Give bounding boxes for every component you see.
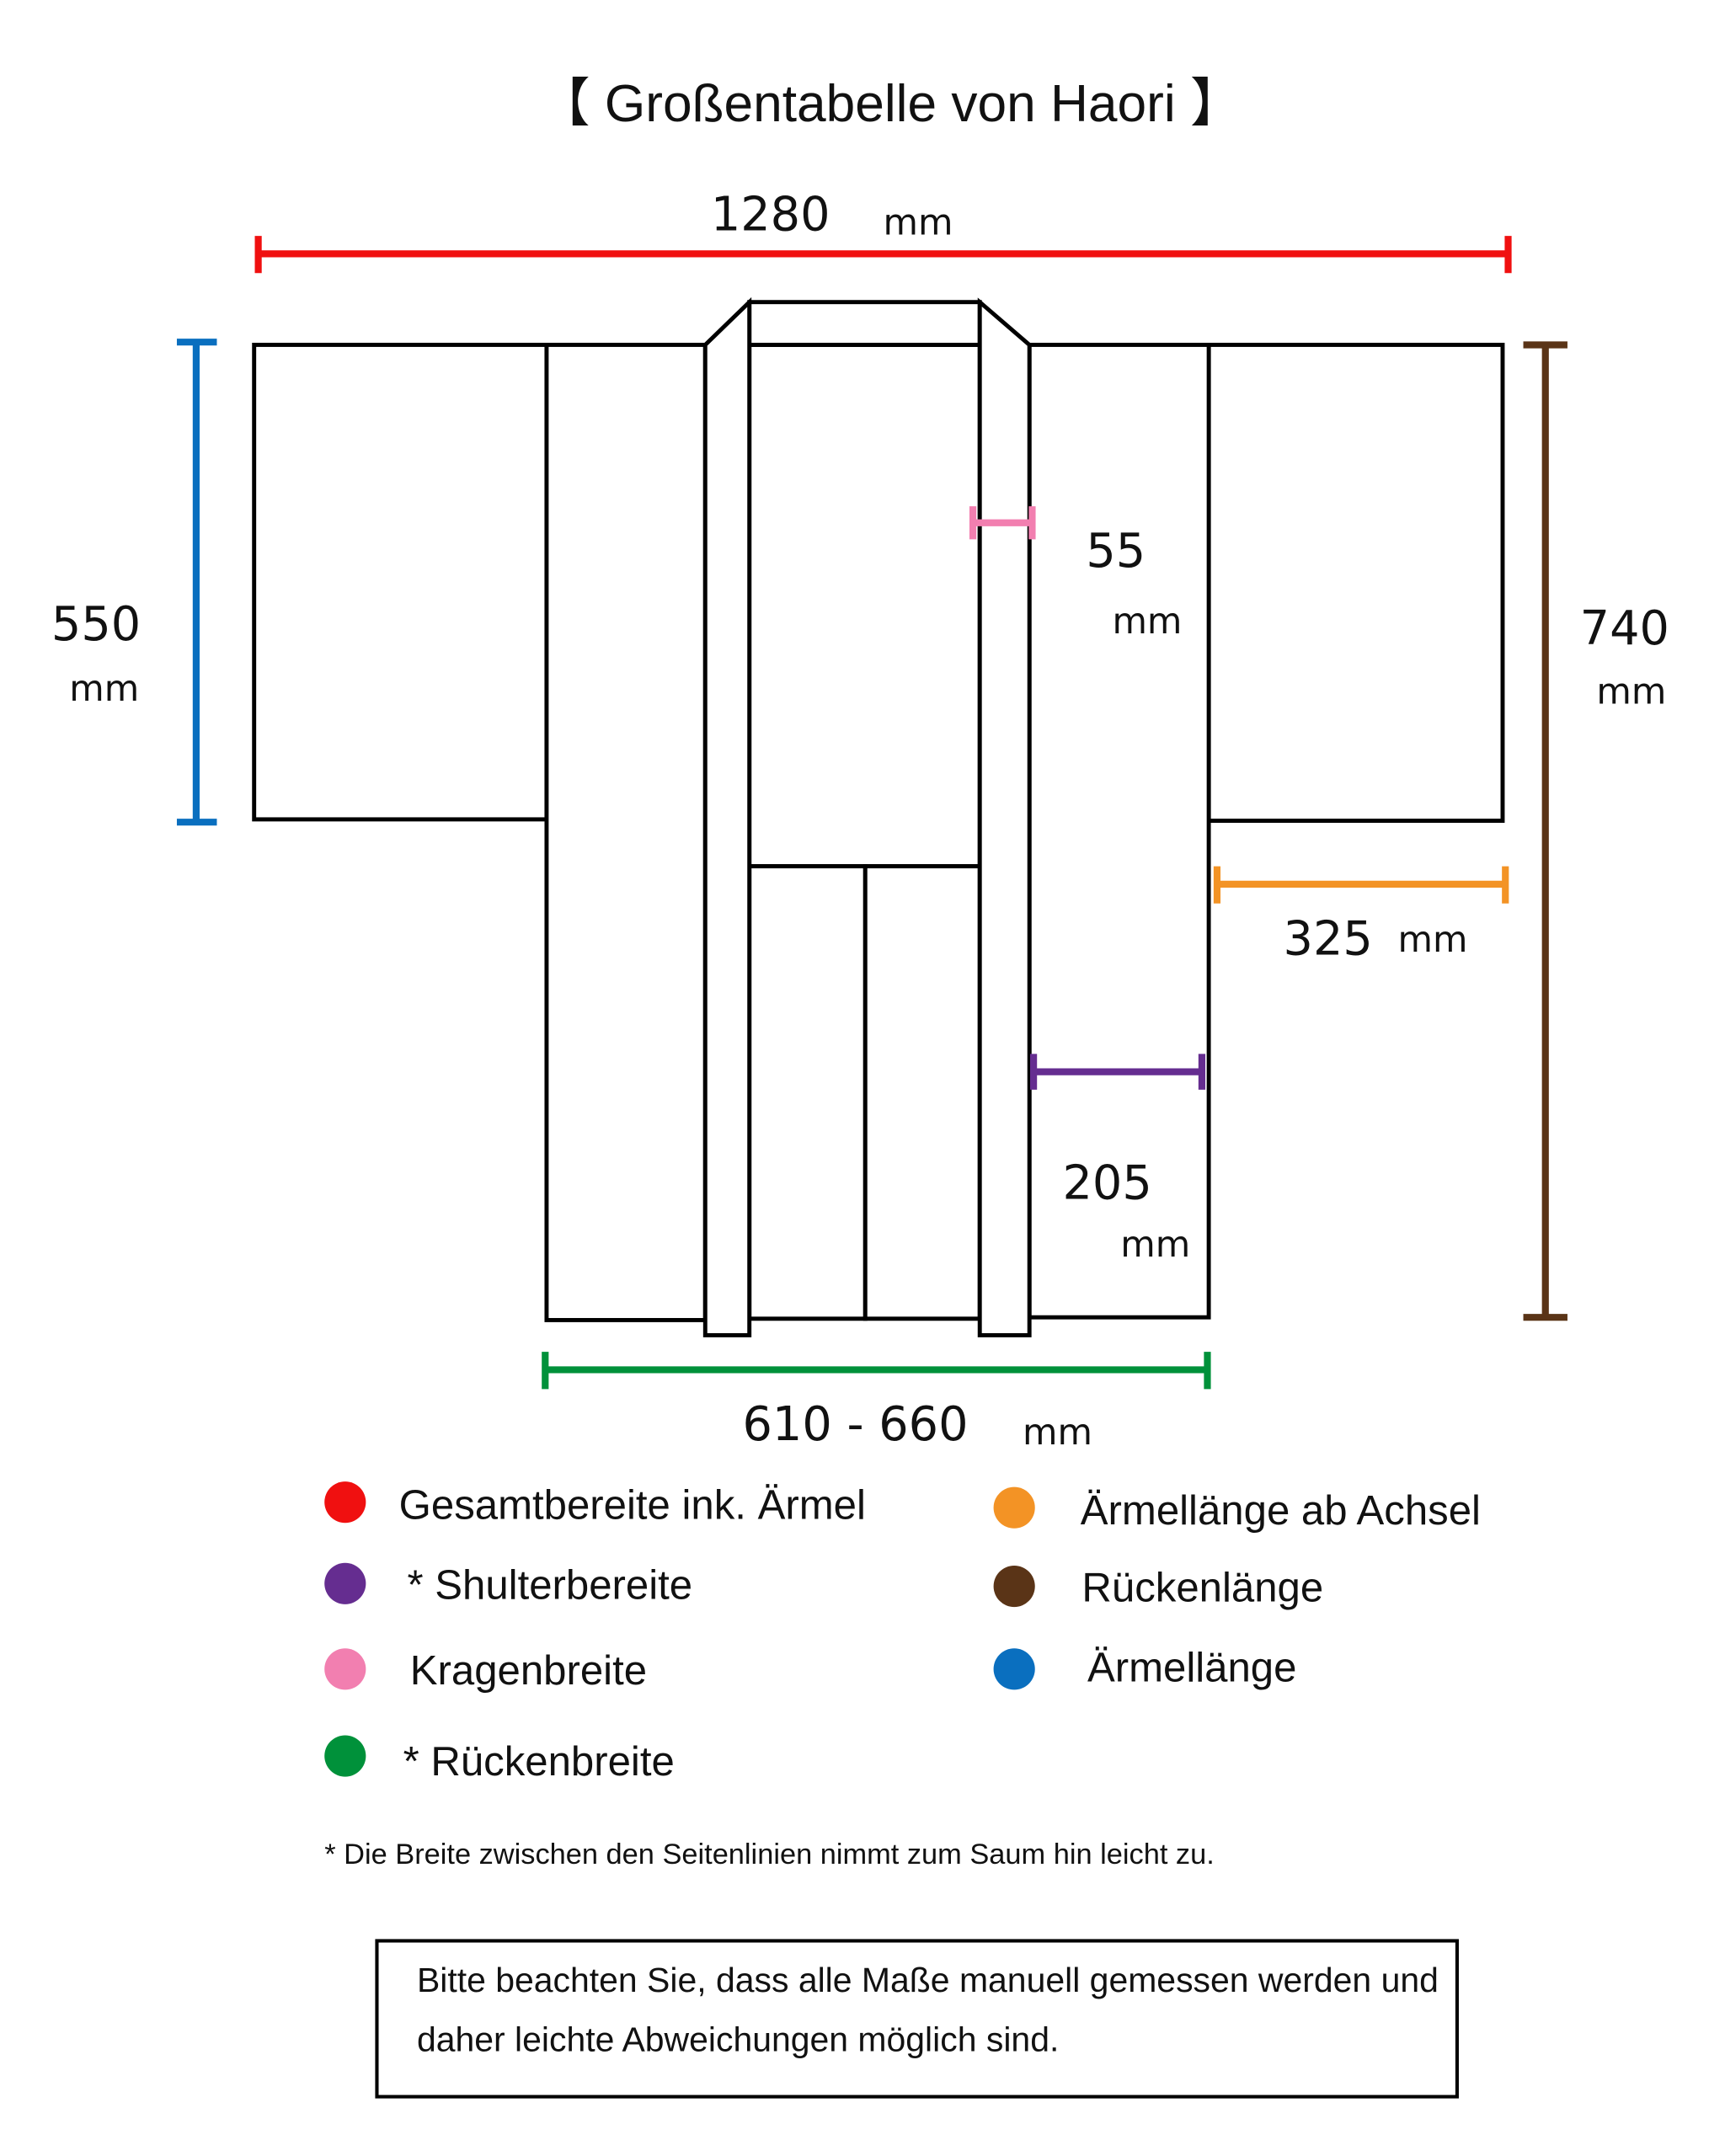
- legend-label: Ärmellänge: [1087, 1646, 1296, 1691]
- legend-dot-red: [324, 1481, 366, 1524]
- legend-label: Rückenlänge: [1081, 1566, 1323, 1611]
- legend-label: Kragenbreite: [410, 1648, 647, 1694]
- collar-width-unit: mm: [1112, 600, 1182, 643]
- haori-outline: [252, 296, 1505, 1337]
- legend-label: * Rückenbreite: [403, 1739, 675, 1785]
- sleeve-from-armpit-value: 325: [1284, 911, 1373, 966]
- legend: Gesamtbereite ink. Ärmel * Shulterbereit…: [324, 1481, 1481, 1785]
- right-sleeve: [1206, 343, 1505, 823]
- sleeve-length-line: [176, 339, 217, 826]
- legend-label: * Shulterbereite: [408, 1562, 693, 1608]
- collar-width-value: 55: [1086, 524, 1146, 579]
- back-width-unit: mm: [1023, 1412, 1092, 1454]
- legend-dot-blue: [993, 1648, 1035, 1690]
- legend-dot-orange: [993, 1486, 1035, 1529]
- back-length-value: 740: [1580, 601, 1669, 656]
- page-title: 【 Großentabelle von Haori 】: [537, 75, 1242, 133]
- legend-dot-pink: [324, 1648, 366, 1690]
- left-sleeve: [252, 343, 549, 822]
- shoulder-width-line: [1030, 1054, 1206, 1090]
- legend-dot-green: [324, 1735, 366, 1777]
- footnote: * Die Breite zwischen den Seitenlinien n…: [324, 1838, 1215, 1870]
- shoulder-width-value: 205: [1062, 1155, 1151, 1210]
- collar-width-line: [969, 506, 1036, 540]
- legend-label: Ärmellänge ab Achsel: [1081, 1488, 1481, 1534]
- sleeve-from-armpit-line: [1213, 866, 1509, 904]
- back-length-unit: mm: [1596, 670, 1666, 712]
- legend-dot-brown: [993, 1565, 1035, 1608]
- right-collar: [977, 297, 1032, 1337]
- back-upper: [747, 343, 982, 869]
- sleeve-length-value: 550: [51, 597, 141, 652]
- sleeve-length-unit: mm: [69, 668, 139, 710]
- total-width-unit: mm: [884, 201, 953, 243]
- back-width-value: 610 - 660: [743, 1397, 969, 1452]
- back-length-line: [1523, 341, 1567, 1321]
- shoulder-width-unit: mm: [1120, 1224, 1190, 1266]
- notice-line-2: daher leichte Abweichungen möglich sind.: [417, 2020, 1059, 2059]
- notice-box: [375, 1939, 1459, 2099]
- left-collar: [702, 296, 752, 1337]
- total-width-value: 1280: [711, 188, 830, 243]
- back-lower-right: [862, 864, 982, 1321]
- legend-label: Gesamtbereite ink. Ärmel: [399, 1482, 866, 1528]
- back-lower-left: [747, 864, 868, 1321]
- back-width-line: [542, 1352, 1211, 1390]
- right-front-panel: [1027, 343, 1211, 1320]
- collar-top: [747, 300, 982, 347]
- sleeve-from-armpit-unit: mm: [1397, 919, 1467, 961]
- notice-line-1: Bitte beachten Sie, dass alle Maße manue…: [417, 1961, 1439, 1999]
- left-front-panel: [544, 343, 708, 1322]
- legend-dot-purple: [324, 1562, 366, 1604]
- total-width-line: [254, 236, 1512, 274]
